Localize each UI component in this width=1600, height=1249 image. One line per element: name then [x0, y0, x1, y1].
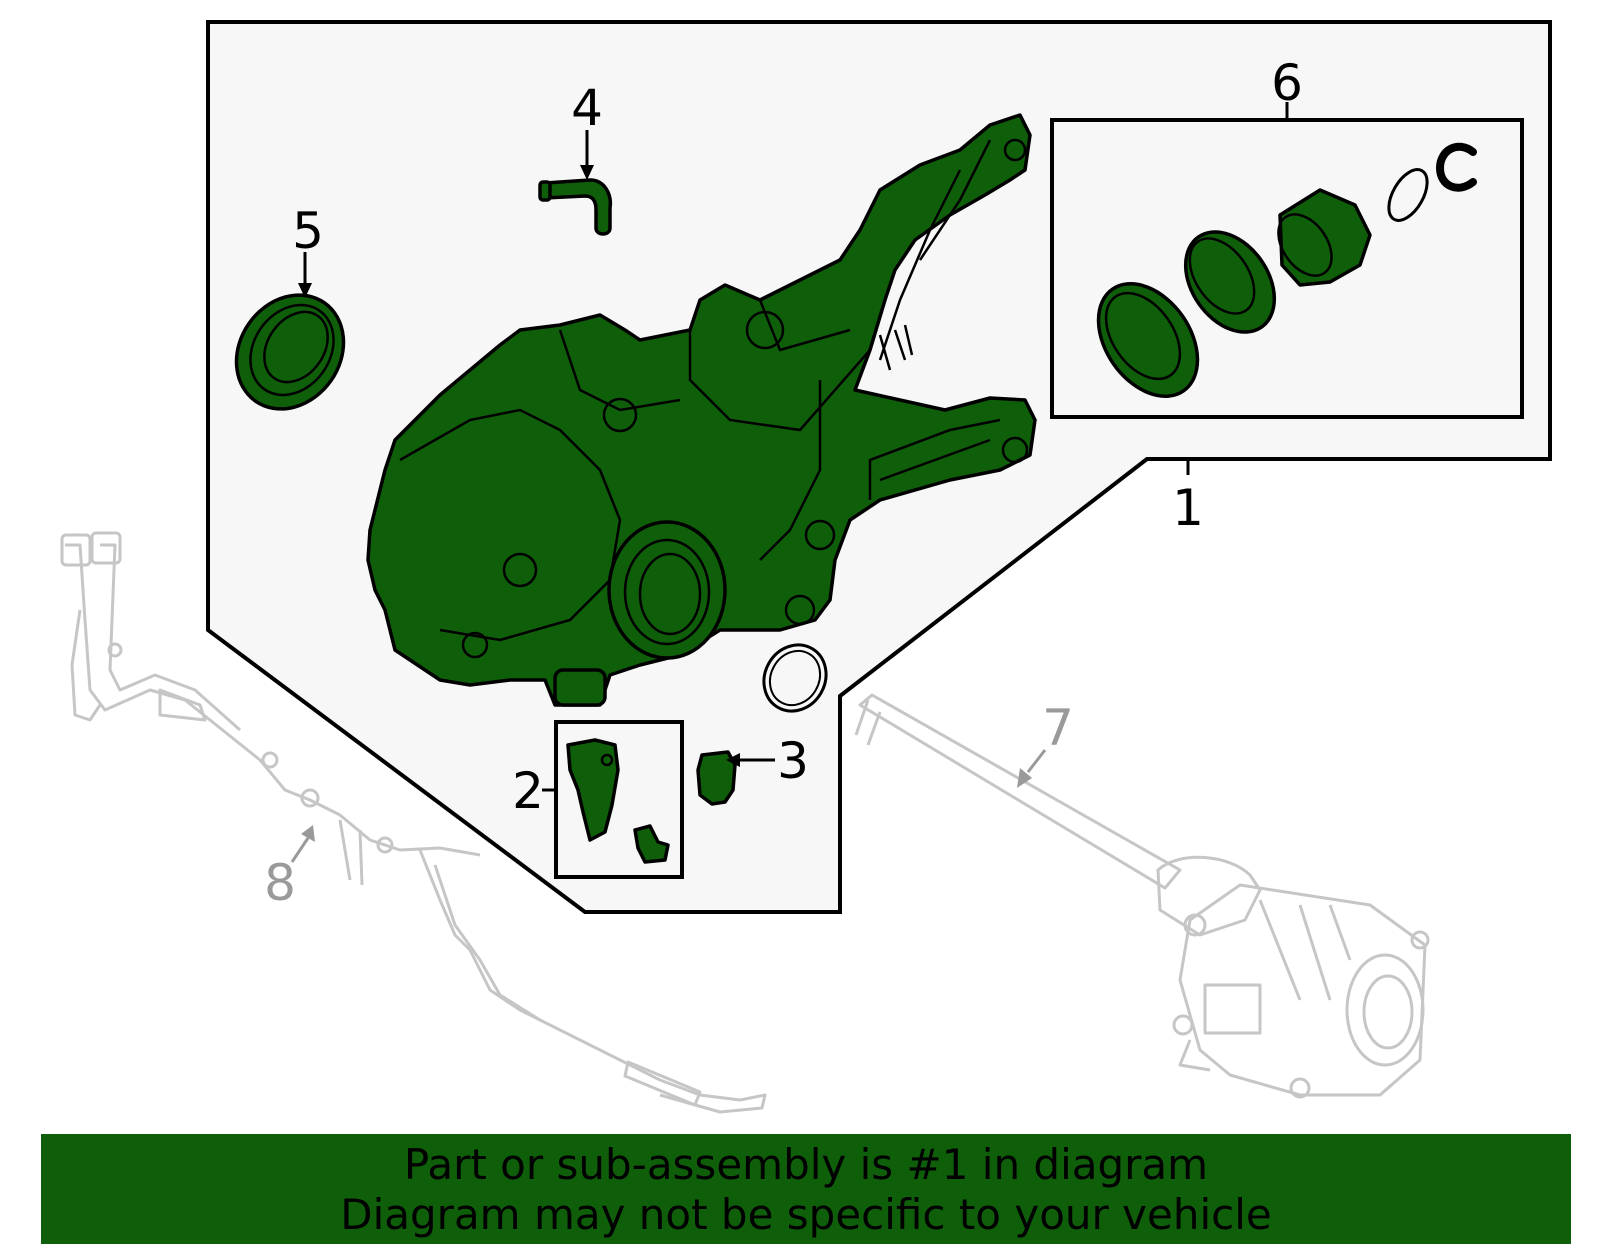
info-banner: Part or sub-assembly is #1 in diagram Di… — [41, 1134, 1571, 1244]
callout-3: 3 — [777, 732, 809, 790]
seal-part-5 — [234, 293, 346, 411]
callout-7: 7 — [1042, 699, 1074, 757]
callout-4: 4 — [571, 79, 603, 137]
axle-shaft-drawing — [854, 693, 1430, 1099]
callout-1: 1 — [1172, 479, 1204, 537]
sensor-part-2 — [566, 738, 670, 864]
nut-part-3 — [696, 750, 737, 806]
vent-tube-part-4 — [538, 178, 613, 236]
callout-8: 8 — [264, 854, 296, 912]
callout-5: 5 — [292, 202, 324, 260]
o-ring — [762, 643, 828, 713]
banner-line-2: Diagram may not be specific to your vehi… — [340, 1190, 1272, 1239]
callout-2: 2 — [512, 762, 544, 820]
callout-leaders — [290, 102, 1289, 863]
wiring-harness-drawing — [60, 531, 767, 1114]
seal-kit-parts-6 — [1096, 142, 1477, 398]
differential-carrier-housing — [366, 113, 1037, 707]
callout-6: 6 — [1271, 54, 1303, 112]
banner-line-1: Part or sub-assembly is #1 in diagram — [403, 1140, 1209, 1189]
